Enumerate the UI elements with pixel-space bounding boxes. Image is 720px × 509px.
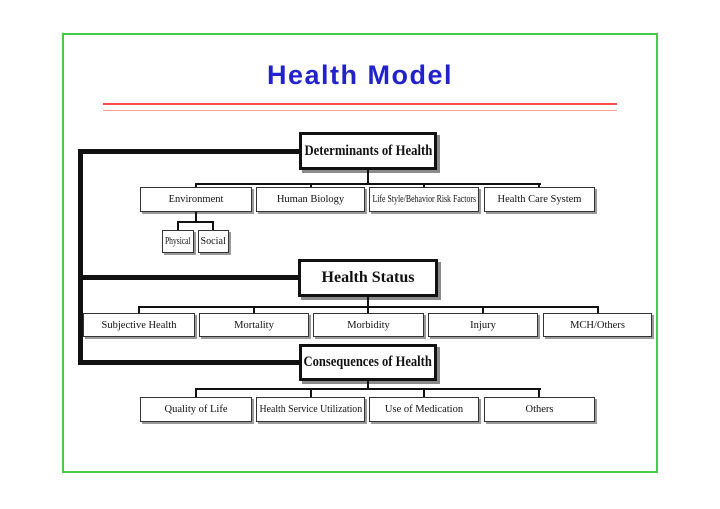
- node-label: Environment: [168, 194, 224, 205]
- node-human-biology: Human Biology: [256, 187, 365, 212]
- connector-stub: [177, 221, 179, 230]
- connector-stub: [253, 306, 255, 313]
- connector-stub: [538, 388, 540, 397]
- node-others: Others: [484, 397, 595, 422]
- connector-stub: [310, 388, 312, 397]
- connector-rail-row1: [196, 183, 541, 185]
- node-consequences-of-health: Consequences of Health: [299, 344, 437, 381]
- node-injury: Injury: [428, 313, 538, 337]
- node-label: Health Service Utilization: [259, 404, 362, 415]
- node-environment: Environment: [140, 187, 252, 212]
- node-label: MCH/Others: [570, 319, 625, 331]
- connector-stub: [138, 306, 140, 313]
- node-label: Health Status: [321, 269, 415, 286]
- connector-stub: [195, 388, 197, 397]
- node-health-service-utilization: Health Service Utilization: [256, 397, 365, 422]
- node-label: Social: [200, 236, 227, 247]
- bracket-vertical-line: [78, 149, 83, 365]
- connector-stub: [195, 183, 197, 188]
- connector-rail-row2: [139, 306, 599, 308]
- bracket-arm-determinants: [78, 149, 301, 154]
- node-determinants-of-health: Determinants of Health: [299, 132, 437, 170]
- node-label: Use of Medication: [384, 404, 464, 415]
- node-physical: Physical: [162, 230, 194, 253]
- node-morbidity: Morbidity: [313, 313, 424, 337]
- node-use-of-medication: Use of Medication: [369, 397, 479, 422]
- node-label: Quality of Life: [164, 404, 228, 415]
- connector-rail-environment: [177, 221, 214, 223]
- connector-stub: [367, 297, 369, 307]
- node-label: Injury: [470, 319, 496, 331]
- connector-stub: [310, 183, 312, 188]
- node-quality-of-life: Quality of Life: [140, 397, 252, 422]
- node-label: Consequences of Health: [303, 354, 433, 370]
- node-health-care-system: Health Care System: [484, 187, 595, 212]
- node-label: Human Biology: [276, 194, 345, 205]
- bracket-arm-health-status: [78, 275, 300, 280]
- connector-stub: [423, 388, 425, 397]
- node-label: Others: [525, 404, 554, 415]
- node-label: Life Style/Behavior Risk Factors: [372, 194, 476, 205]
- node-label: Physical: [165, 236, 191, 247]
- connector-stub: [538, 183, 540, 188]
- connector-stub: [367, 381, 369, 389]
- connector-stub: [597, 306, 599, 313]
- title-underline-rule: [103, 103, 617, 105]
- node-label: Health Care System: [497, 194, 582, 205]
- node-label: Determinants of Health: [304, 142, 432, 159]
- connector-rail-row3: [196, 388, 541, 390]
- node-label: Morbidity: [347, 319, 390, 331]
- connector-stub: [482, 306, 484, 313]
- node-subjective-health: Subjective Health: [83, 313, 195, 337]
- node-lifestyle-behavior-risk-factors: Life Style/Behavior Risk Factors: [369, 187, 479, 212]
- node-label: Mortality: [234, 319, 274, 331]
- node-health-status: Health Status: [298, 259, 438, 297]
- connector-stub: [195, 212, 197, 223]
- node-social: Social: [198, 230, 229, 253]
- slide-title: Health Model: [266, 60, 453, 90]
- node-label: Subjective Health: [101, 319, 177, 331]
- connector-stub: [367, 170, 369, 184]
- node-mortality: Mortality: [199, 313, 309, 337]
- node-mch-others: MCH/Others: [543, 313, 652, 337]
- title-underline-rule-2: [103, 110, 617, 111]
- connector-stub: [423, 183, 425, 188]
- connector-stub: [212, 221, 214, 230]
- bracket-arm-consequences: [78, 360, 301, 365]
- connector-stub: [367, 306, 369, 313]
